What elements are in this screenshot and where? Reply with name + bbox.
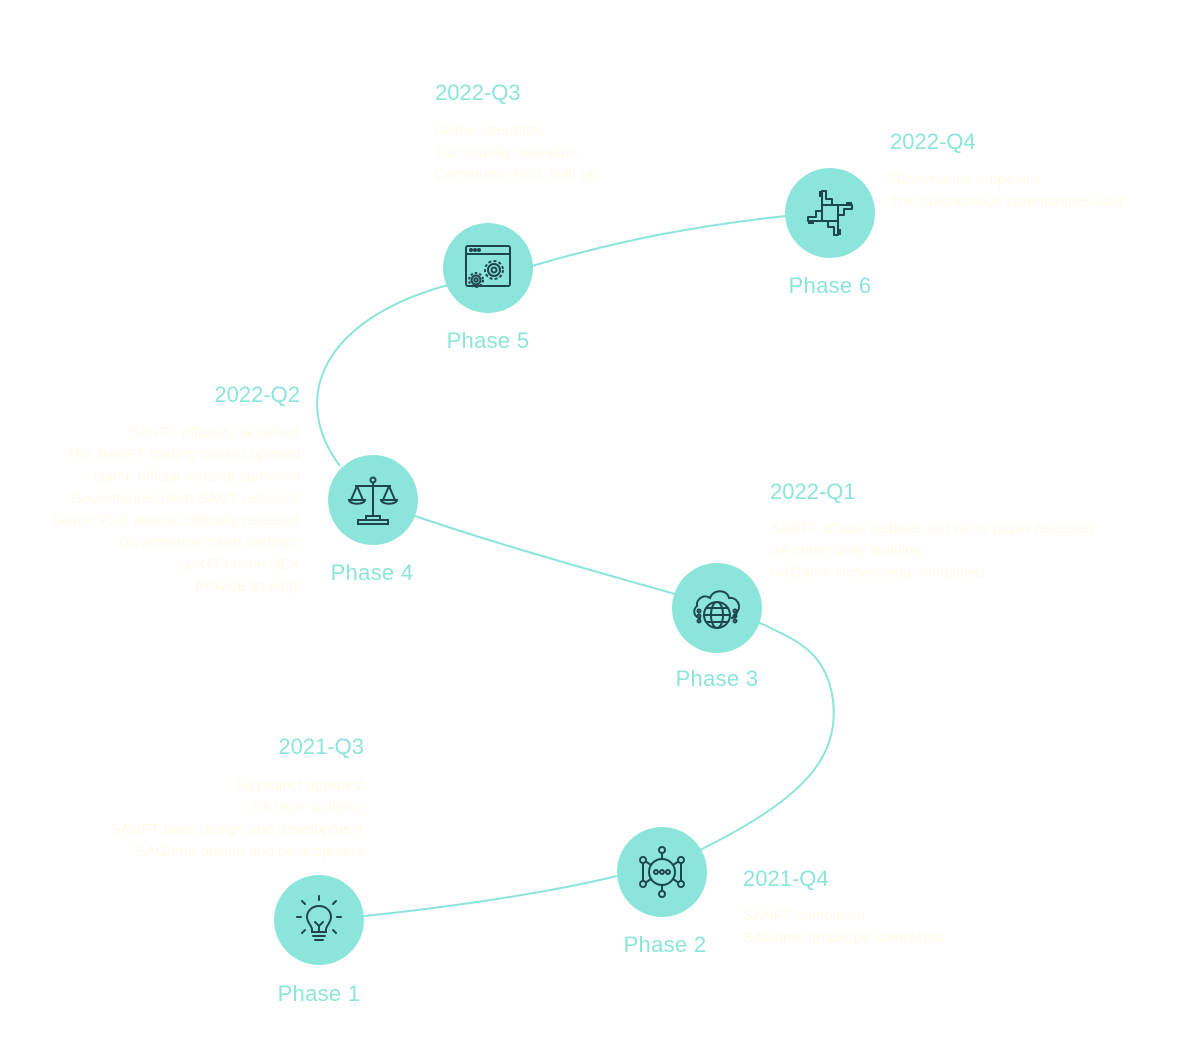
phase-4-item: Game official website launched xyxy=(92,468,300,485)
phase-4-items: SANFT officially launched The SANFT trad… xyxy=(53,422,300,598)
phase-2-date: 2021-Q4 xyxy=(743,866,829,891)
phase-3-date: 2022-Q1 xyxy=(770,479,856,504)
network-hub-icon xyxy=(639,846,685,898)
phase-1-node xyxy=(274,875,364,965)
phase-4-item: Governance token SAGT released xyxy=(70,490,300,507)
lightbulb-icon xyxy=(296,895,342,941)
phase-4-item: SAGT online DEX xyxy=(180,556,300,573)
phase-4-item: SANFT officially launched xyxy=(128,424,300,441)
phase-1-item: SAGame design and development xyxy=(135,843,364,860)
phase-4-item: Game V1.0 version officially released xyxy=(52,512,300,529)
phase-4-date: 2022-Q2 xyxy=(214,382,300,407)
phase-6-item: Governance proposals xyxy=(890,171,1041,188)
phase-5-item: Game operation xyxy=(435,122,543,139)
phase-4-item: Provide liquidity xyxy=(194,578,300,595)
phase-6-item: The autonomous communities built xyxy=(890,193,1123,210)
phase-4-item: Governance token airdrops xyxy=(119,534,300,551)
phase-3-item: SAGame closed beta completed xyxy=(770,564,986,581)
phase-1-item: SANFT parts design and development xyxy=(109,821,364,838)
phase-4-item: The SANFT trading market opened xyxy=(66,446,300,463)
phase-5-item: Community operation xyxy=(435,144,578,161)
cloud-globe-icon xyxy=(693,590,740,629)
phase-6-items: Governance proposals The autonomous comm… xyxy=(890,169,1123,213)
browser-gears-icon xyxy=(465,245,511,288)
phase-2-label: Phase 2 xyxy=(623,932,707,957)
phase-3-node xyxy=(672,563,762,653)
phase-1-item: SA team building xyxy=(251,799,364,816)
phase-6-date: 2022-Q4 xyxy=(890,129,976,154)
phase-3-items: SANFT official website and white paper r… xyxy=(770,518,1093,584)
phase-4-label: Phase 4 xyxy=(330,560,414,585)
phase-1-label: Phase 1 xyxy=(277,981,361,1006)
joined-hands-icon xyxy=(807,190,853,236)
balance-scale-icon xyxy=(347,476,399,525)
phase-1-date: 2021-Q3 xyxy=(278,734,364,759)
phase-2-items: SANFT completed SAGame prototype complet… xyxy=(743,905,944,949)
phase-5-date: 2022-Q3 xyxy=(435,80,521,105)
phase-3-item: SANFT official website and white paper r… xyxy=(770,520,1093,537)
phase-5-items: Game operation Community operation Commu… xyxy=(435,120,597,186)
phase-6-node xyxy=(785,168,875,258)
phase-6-label: Phase 6 xyxy=(788,273,872,298)
phase-1-items: Sg project approval SA team building SAN… xyxy=(110,775,364,863)
phase-5-item: Community KOL built up xyxy=(435,166,598,183)
phase-5-node xyxy=(443,223,533,313)
phase-2-item: SAGame prototype completed xyxy=(743,929,944,946)
phase-2-node xyxy=(617,827,707,917)
phase-3-item: SA community building xyxy=(770,542,922,559)
phase-3-label: Phase 3 xyxy=(675,666,759,691)
phase-1-item: Sg project approval xyxy=(234,777,364,794)
phase-5-label: Phase 5 xyxy=(446,328,530,353)
phase-2-item: SANFT completed xyxy=(743,907,866,924)
phase-4-node xyxy=(328,455,418,545)
